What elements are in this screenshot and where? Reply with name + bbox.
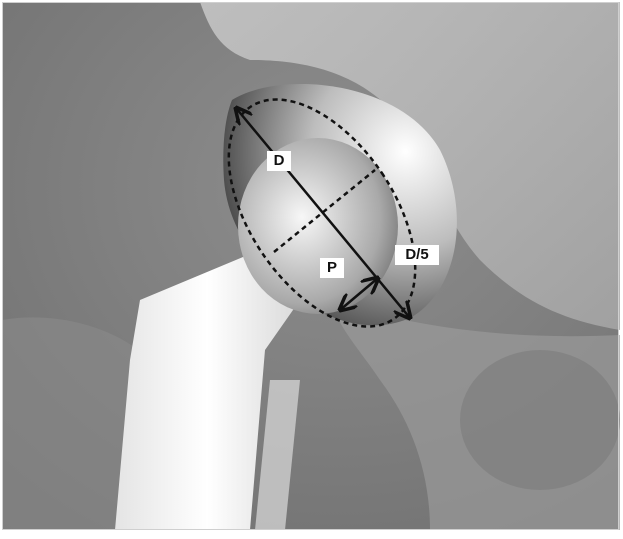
fifth-diameter-label: D/5 [395,245,439,265]
obturator-foramen [460,350,620,490]
depth-label: P [320,258,344,278]
diameter-label: D [267,151,291,171]
cup-inner-surface [238,138,398,314]
